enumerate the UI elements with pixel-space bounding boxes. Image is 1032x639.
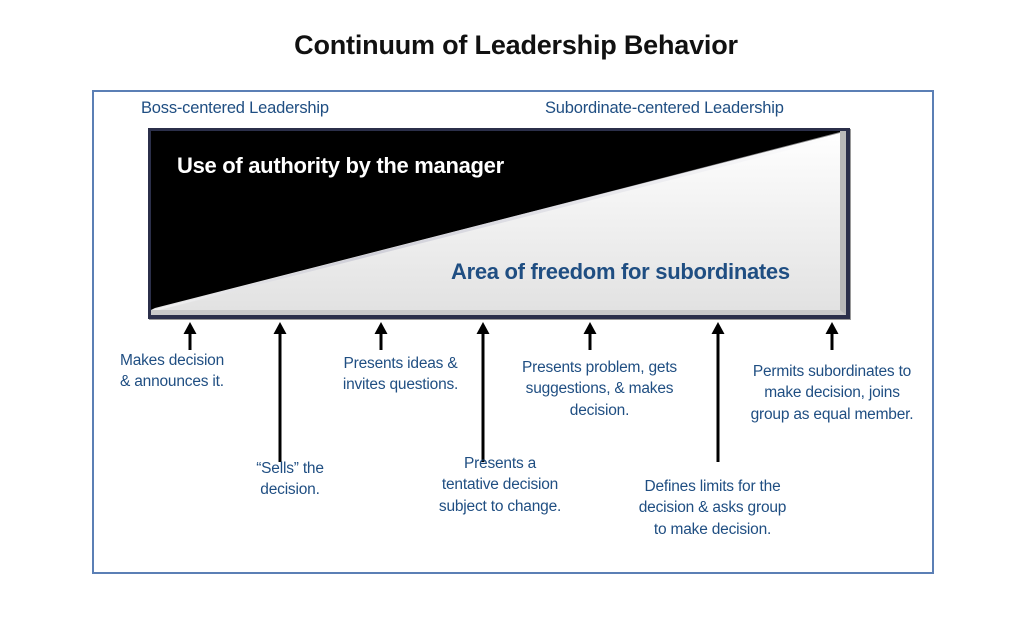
behavior-callout-6: Defines limits for the decision & asks gr… <box>605 476 820 540</box>
behavior-callout-4-line-2: tentative decision <box>441 476 559 494</box>
callout-arrow-1 <box>180 322 200 350</box>
page-title: Continuum of Leadership Behavior <box>294 30 738 60</box>
callout-arrow-5 <box>580 322 600 350</box>
behavior-callout-7-line-3: group as equal member. <box>750 405 914 423</box>
behavior-callout-3-line-1: Presents ideas & <box>343 355 458 372</box>
callout-arrow-2 <box>270 322 290 462</box>
endpoint-label-subordinate-centered: Subordinate-centered Leadership <box>545 99 784 117</box>
behavior-callout-4: Presents a tentative decision subject to c… <box>400 453 600 517</box>
behavior-callout-1: Makes decision & announces it. <box>120 350 295 393</box>
behavior-callout-6-line-1: Defines limits for the <box>644 478 781 495</box>
behavior-callout-3-line-2: invites questions. <box>342 376 459 394</box>
behavior-callout-7-line-1: Permits subordinates to <box>752 363 912 380</box>
behavior-callout-6-line-3: to make decision. <box>653 520 772 538</box>
behavior-callout-7-line-2: make decision, joins <box>764 384 900 402</box>
behavior-callout-2: “Sells” the decision. <box>205 458 375 501</box>
endpoint-label-boss-centered: Boss-centered Leadership <box>141 99 329 117</box>
behavior-callout-4-line-1: Presents a <box>463 455 537 472</box>
callout-arrow-3 <box>371 322 391 350</box>
behavior-callout-1-line-2: & announces it. <box>120 373 224 391</box>
behavior-callout-1-line-1: Makes decision <box>120 352 225 369</box>
behavior-callout-2-line-2: decision. <box>260 481 320 499</box>
diagram-frame <box>92 90 934 574</box>
behavior-callout-6-line-2: decision & asks group <box>638 499 787 517</box>
freedom-area-label: Area of freedom for subordinates <box>451 259 790 284</box>
callout-arrow-6 <box>708 322 728 462</box>
continuum-wedge-block: Use of authority by the manager Area of … <box>148 128 850 319</box>
behavior-callout-7: Permits subordinates to make decision, jo… <box>722 361 942 425</box>
behavior-callout-5-line-2: suggestions, & makes <box>525 380 674 398</box>
behavior-callout-5-line-1: Presents problem, gets <box>522 359 677 376</box>
callout-arrow-7 <box>822 322 842 350</box>
authority-area-label: Use of authority by the manager <box>177 153 504 178</box>
behavior-callout-5: Presents problem, gets suggestions, & mak… <box>492 357 707 421</box>
behavior-callout-4-line-3: subject to change. <box>438 497 562 515</box>
wedge-shapes <box>151 131 840 310</box>
behavior-callout-3: Presents ideas & invites questions. <box>308 353 493 396</box>
behavior-callout-2-line-1: “Sells” the <box>256 460 324 477</box>
callout-arrow-4 <box>473 322 493 462</box>
behavior-callout-5-line-3: decision. <box>569 401 630 419</box>
continuum-wedge-inner: Use of authority by the manager Area of … <box>151 131 846 315</box>
